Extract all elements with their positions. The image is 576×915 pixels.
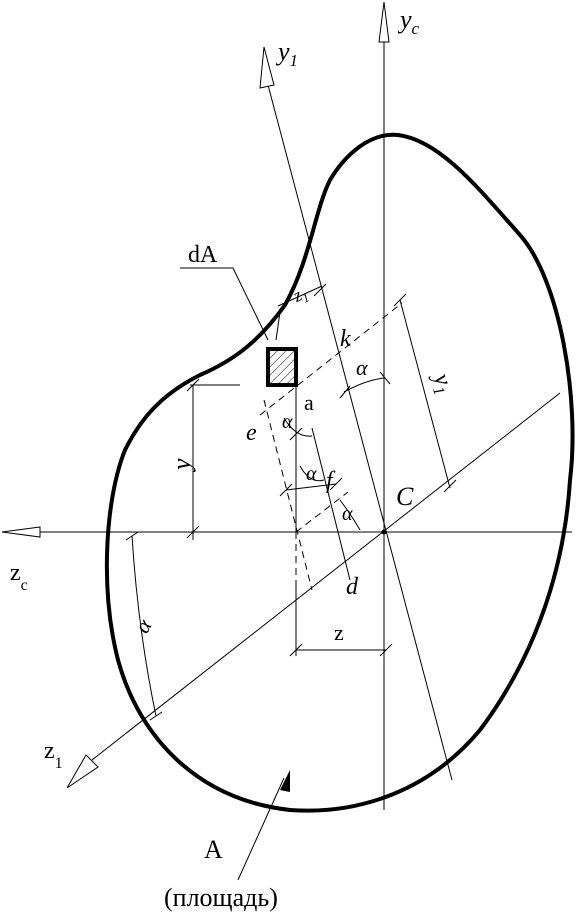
- area-label: (площадь): [164, 883, 278, 912]
- alpha-label-d: α: [342, 503, 353, 525]
- A-leader: [237, 777, 285, 881]
- z1-dim-ext: [275, 311, 281, 341]
- a-label: a: [304, 390, 314, 415]
- y1-arrow: [259, 46, 275, 89]
- proj-line-y1-right: [399, 299, 451, 489]
- element-dA: [266, 347, 298, 387]
- section-contour: [104, 132, 575, 813]
- dA-leader: [180, 267, 269, 341]
- A-label: A: [204, 835, 223, 864]
- angle-arc-a: [283, 417, 313, 437]
- angle-arc-d: [339, 499, 361, 531]
- alpha-label-f: α: [306, 463, 317, 485]
- z1-label: z1: [44, 738, 63, 772]
- A-leader-arrow: [280, 770, 290, 792]
- angle-arc-top-tick-b: [379, 371, 391, 385]
- y1-dim-label: y1: [425, 368, 459, 397]
- proj-dash-lower: [295, 491, 349, 533]
- angle-arc-left: [131, 535, 157, 717]
- y-dim-label: y: [167, 458, 196, 473]
- angle-arc-left-tick-b: [149, 711, 163, 721]
- tick-f-2: [329, 477, 343, 491]
- yc-label: yc: [397, 5, 420, 38]
- y-dim-tick-top: [186, 378, 200, 392]
- proj-line-e: [263, 399, 313, 591]
- y1-label: y1: [275, 37, 298, 70]
- tick-f-1: [279, 483, 293, 497]
- y1-dim-tick-top: [393, 293, 407, 307]
- proj-line-f: [311, 427, 351, 581]
- y1-axis: [267, 84, 453, 781]
- y-dim-tick-bottom: [186, 525, 200, 539]
- z1-axis: [91, 392, 561, 761]
- k-label: k: [340, 326, 351, 352]
- alpha-label-a: α: [282, 411, 293, 433]
- zc-arrow: [1, 526, 41, 538]
- angle-arc-top: [343, 377, 385, 393]
- e-label: e: [246, 420, 257, 446]
- yc-arrow: [378, 1, 390, 43]
- centroid-point: [381, 529, 387, 535]
- proj-dash-from-element: [259, 302, 403, 416]
- d-label: d: [346, 574, 359, 600]
- angle-arc-f: [299, 465, 325, 482]
- dA-label: dA: [188, 242, 218, 268]
- z-dim-tick-right: [379, 643, 393, 657]
- z-dim-tick-left: [289, 643, 303, 657]
- tick-a-1: [289, 427, 303, 441]
- y1-dim-tick-bottom: [443, 479, 457, 493]
- angle-arc-top-tick-a: [339, 385, 351, 399]
- z1-arrow: [66, 754, 99, 789]
- z-dim-label: z: [334, 620, 344, 645]
- proj-line-f-short: [285, 483, 337, 491]
- zc-label: zc: [10, 560, 28, 594]
- f-label: f: [326, 468, 336, 494]
- proj-line-z1-top: [277, 285, 323, 307]
- angle-arc-left-tick-a: [125, 531, 139, 541]
- z1-dim-tick-b: [313, 283, 327, 297]
- z1-dim-label: z1: [289, 282, 311, 309]
- C-label: C: [396, 482, 414, 511]
- alpha-label-top: α: [356, 355, 368, 380]
- alpha-label-left: α: [129, 614, 157, 637]
